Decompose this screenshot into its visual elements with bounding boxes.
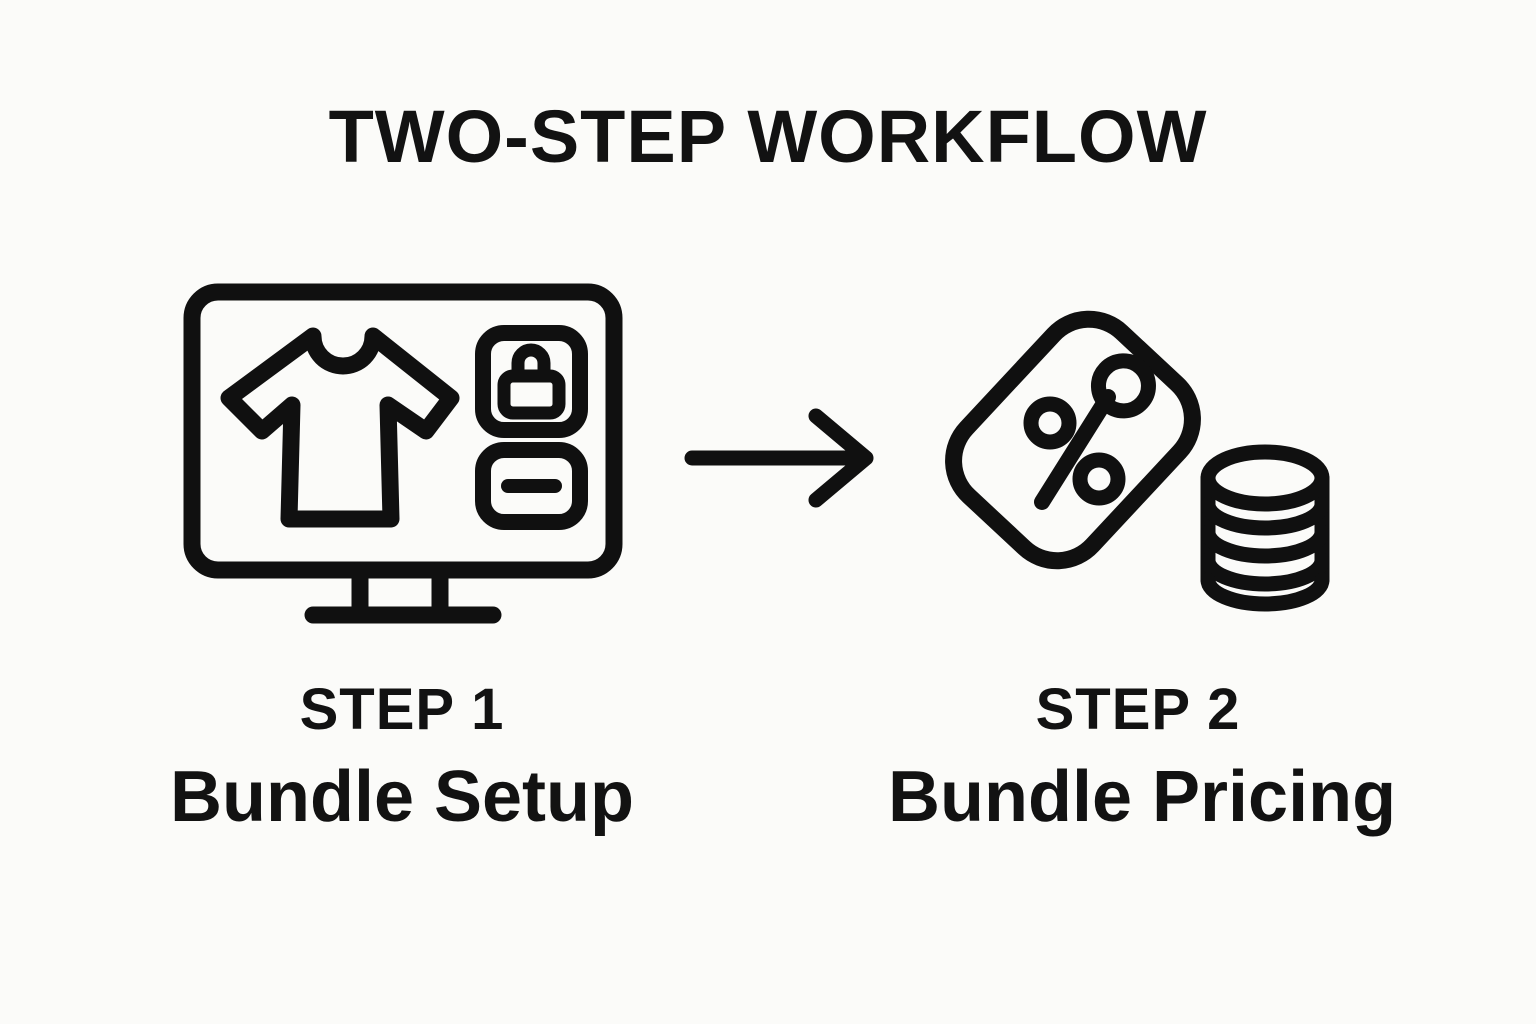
computer-product-bundle-icon xyxy=(183,283,623,624)
lock-icon xyxy=(497,343,566,420)
percent-icon xyxy=(1023,389,1126,510)
step-1-label: STEP 1 xyxy=(299,677,505,742)
input-field-panel-icon xyxy=(475,442,588,530)
discount-tag-coins-icon xyxy=(945,310,1330,612)
step-2-name: Bundle Pricing xyxy=(888,757,1397,837)
step-1-name: Bundle Setup xyxy=(170,757,634,837)
page-title: TWO-STEP WORKFLOW xyxy=(328,95,1208,178)
arrow-right-icon xyxy=(684,408,874,508)
lock-panel-icon xyxy=(475,325,588,438)
monitor-icon xyxy=(183,283,623,624)
coin-stack-icon xyxy=(1200,444,1330,612)
tshirt-icon xyxy=(220,327,460,528)
step-2-label: STEP 2 xyxy=(1035,677,1241,742)
